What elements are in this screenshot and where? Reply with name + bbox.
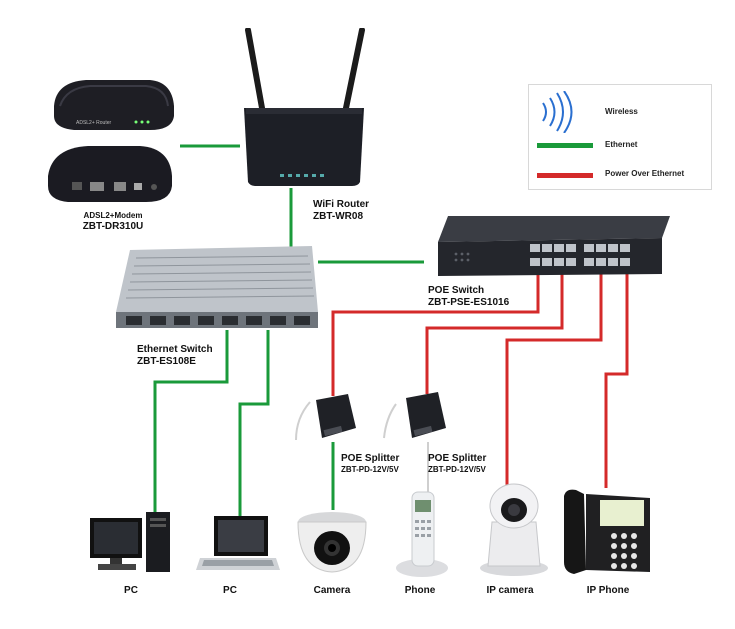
modem-name: ADSL2+Modem bbox=[83, 211, 143, 220]
ethernet-switch-device bbox=[116, 246, 318, 328]
modem-model: ZBT-DR310U bbox=[82, 221, 144, 232]
desktop-pc-device bbox=[90, 512, 170, 572]
splitter1-label: POE Splitter ZBT-PD-12V/5V bbox=[341, 453, 399, 475]
splitter1-model: ZBT-PD-12V/5V bbox=[341, 465, 399, 474]
wifi-router-device bbox=[244, 28, 365, 186]
legend-ethernet-text: Ethernet bbox=[605, 140, 638, 149]
cordless-phone-device bbox=[396, 491, 448, 577]
legend-wireless-text: Wireless bbox=[605, 107, 638, 116]
splitter1-name: POE Splitter bbox=[341, 453, 400, 464]
poe-switch-splitter1 bbox=[331, 272, 540, 396]
splitter2-model: ZBT-PD-12V/5V bbox=[428, 465, 486, 474]
dome-camera-device bbox=[297, 512, 367, 573]
ip-phone-label: IP Phone bbox=[586, 585, 630, 596]
wireless-icon bbox=[542, 91, 573, 133]
ip-phone-device bbox=[564, 489, 650, 574]
eth-switch-name: Ethernet Switch bbox=[137, 344, 213, 355]
poe-splitter-1-device bbox=[316, 394, 356, 438]
ip-camera-device bbox=[480, 483, 548, 576]
poe-splitter-2-device bbox=[406, 392, 446, 438]
ip-camera-label: IP camera bbox=[486, 585, 534, 596]
legend-box: Wireless Ethernet Power Over Ethernet bbox=[528, 84, 712, 190]
poe-switch-ipcamera bbox=[505, 272, 603, 486]
poe-switch-device bbox=[438, 216, 670, 276]
modem-device-label: ADSL2+ Router bbox=[76, 120, 111, 126]
adsl-router-device: ADSL2+ Router bbox=[54, 80, 174, 130]
dc-cable-splitter2 bbox=[383, 403, 397, 439]
poe-switch-name: POE Switch bbox=[428, 285, 485, 296]
adsl-modem-device bbox=[48, 146, 172, 202]
router-name: WiFi Router bbox=[313, 199, 370, 210]
poe-switch-ipphone bbox=[604, 272, 629, 488]
pc1-label: PC bbox=[124, 585, 138, 596]
poe-switch-model: ZBT-PSE-ES1016 bbox=[428, 297, 510, 308]
poe-switch-splitter2 bbox=[425, 272, 564, 394]
eth-switch-model: ZBT-ES108E bbox=[137, 356, 196, 367]
splitter2-name: POE Splitter bbox=[428, 453, 487, 464]
legend-poe-swatch bbox=[537, 173, 593, 178]
router-label: WiFi Router ZBT-WR08 bbox=[313, 199, 369, 223]
eth-switch-label: Ethernet Switch ZBT-ES108E bbox=[137, 344, 213, 368]
splitter2-label: POE Splitter ZBT-PD-12V/5V bbox=[428, 453, 486, 475]
legend-ethernet-swatch bbox=[537, 143, 593, 148]
modem-label: ADSL2+Modem ZBT-DR310U bbox=[68, 211, 158, 233]
legend-poe-text: Power Over Ethernet bbox=[605, 169, 685, 178]
camera-label: Camera bbox=[313, 585, 351, 596]
poe-switch-label: POE Switch ZBT-PSE-ES1016 bbox=[428, 285, 509, 309]
router-model: ZBT-WR08 bbox=[313, 211, 363, 222]
ethernet-switch-pc1 bbox=[153, 330, 229, 516]
pc2-label: PC bbox=[223, 585, 237, 596]
phone-label: Phone bbox=[404, 585, 436, 596]
ethernet-switch-pc2 bbox=[238, 330, 270, 516]
laptop-pc-device bbox=[196, 516, 280, 570]
dc-cable-splitter1 bbox=[295, 401, 311, 441]
